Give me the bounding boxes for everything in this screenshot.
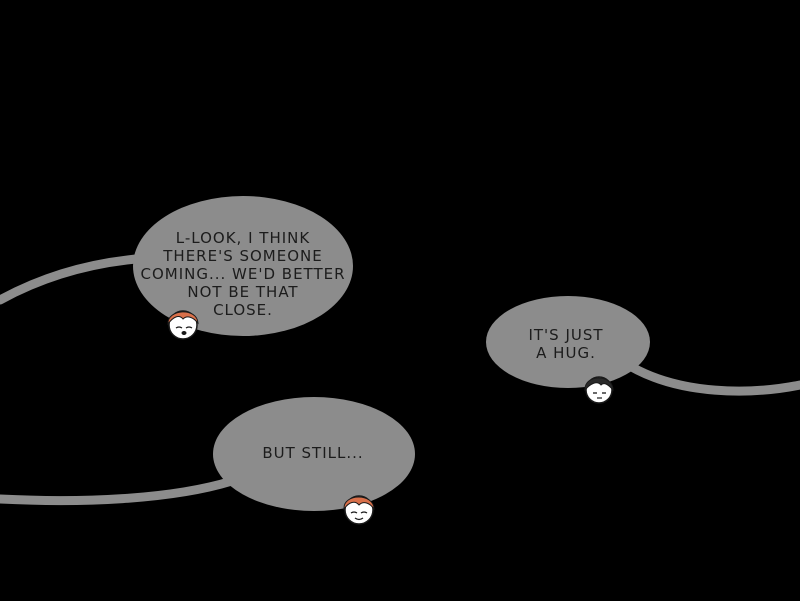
speech-bubble-2 bbox=[486, 296, 650, 388]
speech-bubble-3 bbox=[213, 397, 415, 511]
bubble-1-line-1: L-LOOK, I THINK bbox=[175, 229, 311, 247]
bubble-2-line-2: A HUG. bbox=[536, 344, 596, 362]
red-hair-avatar-2 bbox=[343, 495, 375, 525]
dark-hair-avatar bbox=[584, 376, 614, 404]
bubble-1-line-4: NOT BE THAT bbox=[187, 283, 299, 301]
speech-bubble-1-text: L-LOOK, I THINK THERE'S SOMEONE COMING..… bbox=[133, 229, 353, 319]
bubble-3-tail bbox=[0, 476, 237, 506]
bubble-1-line-5: CLOSE. bbox=[213, 301, 273, 319]
bubble-1-tail bbox=[0, 253, 153, 305]
bubble-1-line-2: THERE'S SOMEONE bbox=[163, 247, 323, 265]
speech-bubble-3-text: BUT STILL... bbox=[213, 444, 413, 462]
bubble-2-tail bbox=[625, 361, 800, 396]
bubble-2-line-1: IT'S JUST bbox=[528, 326, 604, 344]
speech-bubble-1 bbox=[133, 196, 353, 336]
bubble-1-line-3: COMING... WE'D BETTER bbox=[140, 265, 346, 283]
bubble-3-line-1: BUT STILL... bbox=[262, 444, 364, 462]
red-hair-avatar-1 bbox=[167, 310, 199, 340]
speech-bubble-2-text: IT'S JUST A HUG. bbox=[496, 326, 636, 362]
